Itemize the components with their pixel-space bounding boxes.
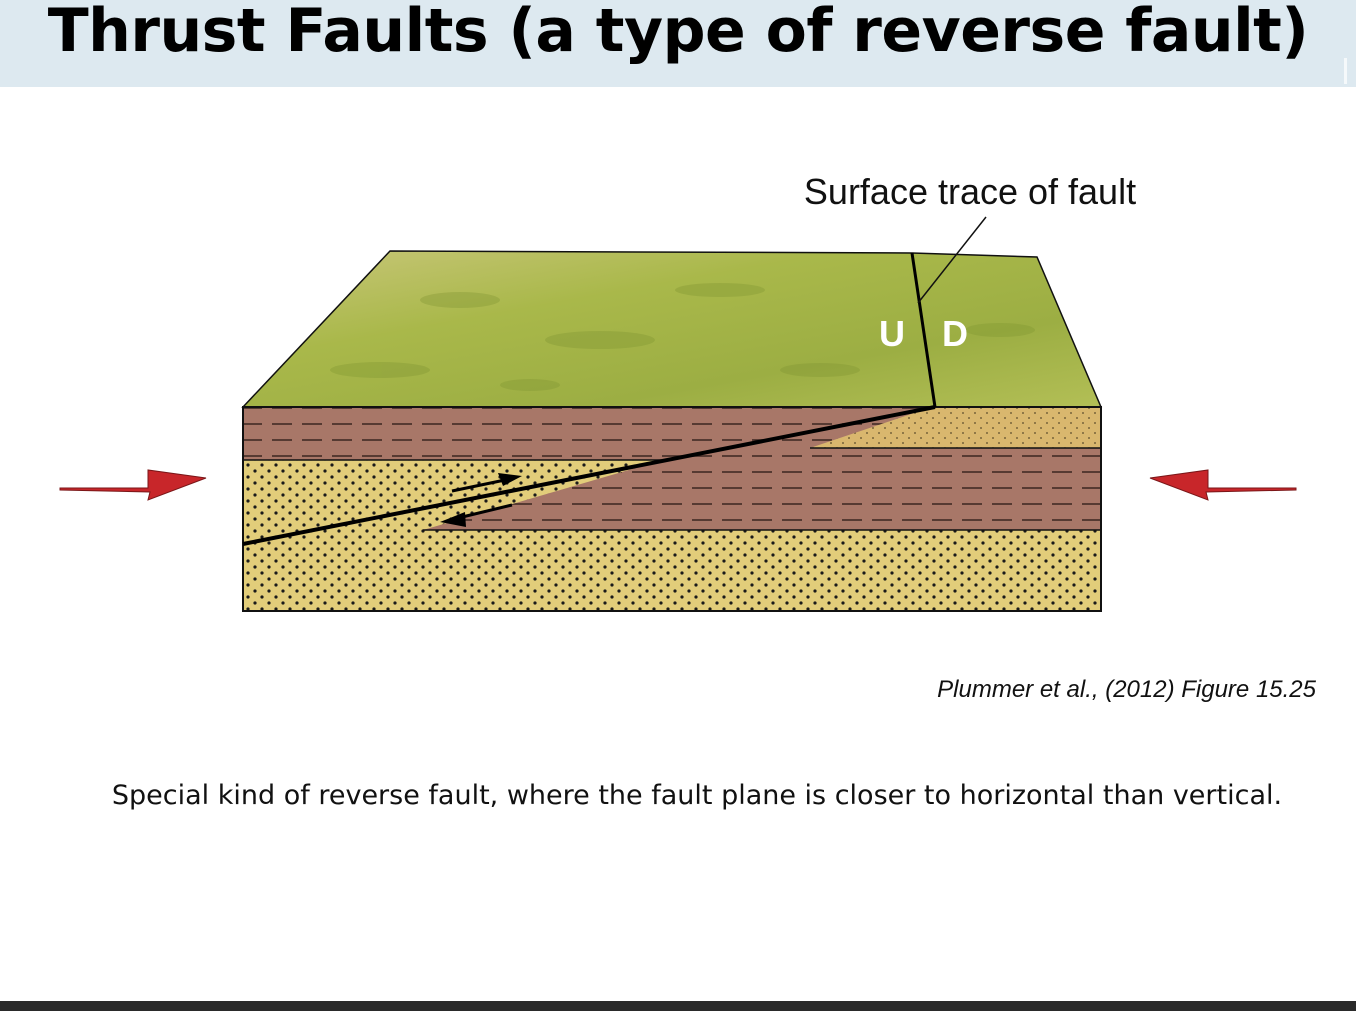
title-band <box>0 0 1356 87</box>
hanging-wall-slip-arrow <box>451 473 522 493</box>
right-compression-arrow <box>1149 469 1297 501</box>
shale-layer-right <box>423 448 1101 530</box>
block-outline <box>242 406 1102 612</box>
fault-plane <box>242 405 936 546</box>
slide-title: Thrust Faults (a type of reverse fault) <box>47 0 1309 66</box>
footwall-slip-arrow <box>440 503 513 527</box>
figure-citation: Plummer et al., (2012) Figure 15.25 <box>937 676 1316 703</box>
upthrown-label: U <box>879 313 905 354</box>
title-edge-mark <box>1344 58 1347 84</box>
downthrown-label: D <box>942 313 968 354</box>
bottom-bar <box>0 1001 1356 1011</box>
sandstone-layer-bottom <box>243 530 1101 611</box>
sand-lens-right <box>810 407 1101 448</box>
fault-surface-trace <box>910 252 937 408</box>
fault-label-leader <box>917 216 987 304</box>
fault-trace-label: Surface trace of fault <box>804 171 1136 212</box>
surface-texture <box>330 283 1035 391</box>
slide-caption: Special kind of reverse fault, where the… <box>111 780 1283 811</box>
left-compression-arrow <box>59 469 207 501</box>
